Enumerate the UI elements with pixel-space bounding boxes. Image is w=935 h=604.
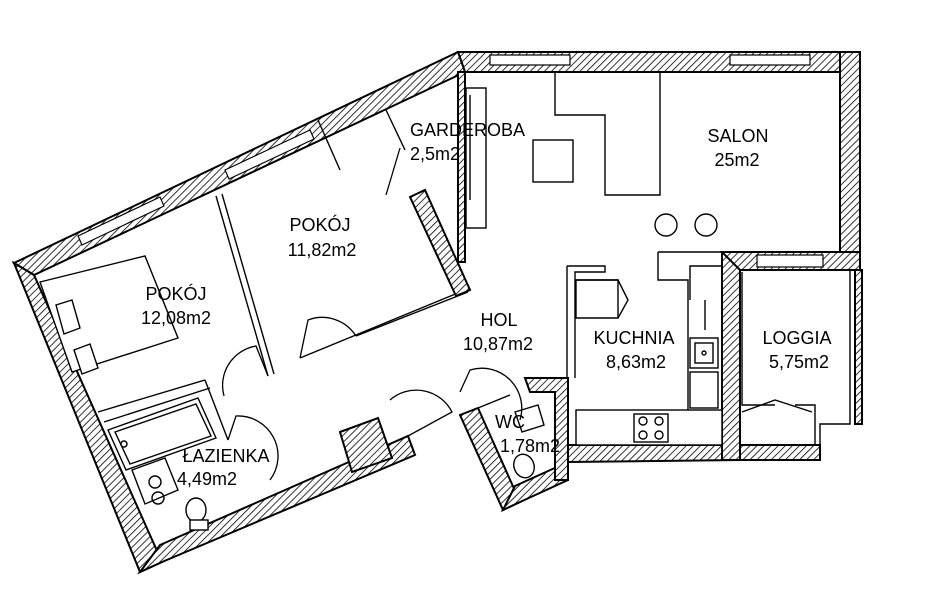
kitchen-fixtures — [575, 279, 723, 446]
toilet-bath — [185, 497, 207, 523]
kitchen-fridge — [575, 279, 629, 319]
bar-stool-1 — [654, 213, 678, 237]
label-loggia-area: 5,75m2 — [769, 352, 829, 372]
wall-right-salon — [839, 51, 861, 271]
label-pokoj1-area: 11,82m2 — [288, 240, 357, 260]
label-kuchnia-name: KUCHNIA — [593, 328, 674, 348]
label-hol-area: 10,87m2 — [463, 334, 533, 354]
pokoj2-fixtures — [39, 255, 179, 375]
label-loggia-name: LOGGIA — [762, 328, 831, 348]
partition-garderoba — [385, 109, 406, 151]
washbasin — [131, 457, 179, 505]
label-wc-area: 1,78m2 — [500, 436, 560, 456]
windows — [77, 54, 824, 268]
doors — [221, 147, 523, 481]
partition-wc — [477, 394, 511, 409]
label-pokoj2-area: 12,08m2 — [141, 308, 211, 328]
wall-kitchen-loggia — [721, 251, 741, 461]
partition-bedrooms — [215, 195, 269, 377]
garderoba-rail — [465, 87, 487, 229]
partition-pokoj1-bottom — [299, 287, 471, 359]
label-pokoj2-name: POKÓJ — [145, 283, 206, 304]
door-lazienka — [227, 415, 279, 481]
door-wc — [459, 367, 523, 421]
wc-fixtures — [513, 404, 545, 479]
label-salon-area: 25m2 — [714, 150, 759, 170]
bed — [39, 255, 179, 373]
partition-bath-right — [204, 379, 229, 441]
label-garderoba-name: GARDEROBA — [410, 120, 525, 140]
label-garderoba-area: 2,5m2 — [410, 144, 460, 164]
wc-toilet — [513, 453, 535, 479]
door-garderoba — [385, 147, 401, 196]
kitchen-cabinet — [689, 371, 719, 409]
window-pokoj1 — [224, 129, 315, 180]
room-labels: GARDEROBA 2,5m2 SALON 25m2 POKÓJ 11,82m2… — [141, 120, 832, 489]
loggia-glass — [819, 270, 851, 445]
bed-pillow-2 — [73, 343, 99, 375]
door-pokoj1 — [299, 316, 357, 359]
wall-hall-pillar — [338, 416, 394, 474]
wall-bottom-bath — [136, 434, 417, 575]
loggia-fixtures — [741, 272, 816, 445]
bathtub — [107, 397, 217, 471]
label-wc-name: WC — [495, 412, 525, 432]
wall-garderoba-right — [457, 71, 466, 263]
salon-fixtures — [532, 72, 723, 413]
bathroom-fixtures — [107, 397, 217, 531]
wall-kitchen-bottom — [567, 444, 741, 464]
loggia-fold — [741, 399, 813, 413]
window-loggia — [756, 254, 824, 268]
wall-pokoj1-right — [408, 188, 472, 298]
kitchen-island — [554, 72, 661, 196]
loggia-inner — [741, 272, 775, 406]
wall-loggia-bottom — [739, 444, 821, 461]
bed-pillow-1 — [55, 299, 81, 335]
door-pokoj2 — [221, 345, 269, 397]
window-salon-1 — [489, 54, 571, 66]
partition-bath-top-b — [103, 387, 211, 423]
partition-kitchen-top — [567, 265, 606, 378]
label-pokoj1-name: POKÓJ — [289, 214, 350, 235]
door-entrance — [389, 389, 453, 437]
partition-bedrooms-b — [221, 193, 275, 375]
loggia-inner-b — [795, 404, 816, 445]
garderoba-square — [532, 139, 574, 183]
wall-wc-right — [523, 377, 569, 481]
window-pokoj2 — [77, 196, 165, 246]
window-salon-2 — [729, 54, 811, 66]
interior-partitions — [97, 87, 851, 445]
kitchen-counter-top — [658, 251, 723, 300]
label-kuchnia-area: 8,63m2 — [606, 352, 666, 372]
bar-stool-2 — [694, 213, 718, 237]
label-salon-name: SALON — [707, 126, 768, 146]
wall-loggia-right — [854, 269, 863, 425]
partition-garderoba-left — [317, 119, 341, 171]
label-lazienka-name: ŁAZIENKA — [182, 446, 269, 466]
partition-pokoj1-bottom-b — [355, 291, 469, 337]
label-hol-name: HOL — [480, 310, 517, 330]
partition-bath-top — [97, 379, 206, 413]
label-lazienka-area: 4,49m2 — [177, 469, 237, 489]
cooktop — [633, 413, 669, 443]
